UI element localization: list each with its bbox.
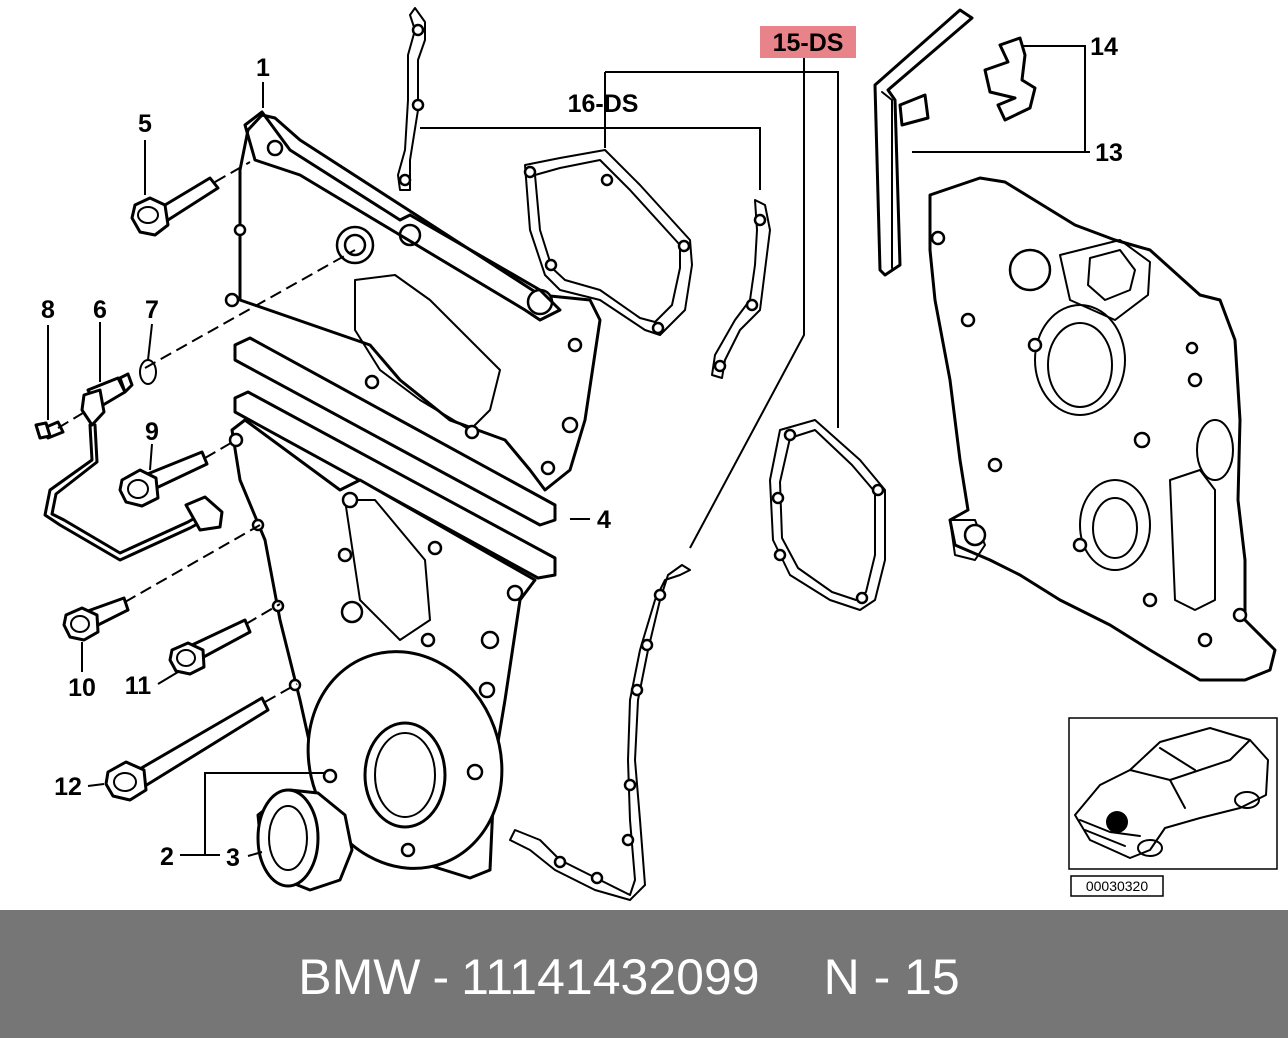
bolt-10 (62, 596, 130, 642)
gasket-15ds-main (509, 564, 691, 901)
inset-code: 00030320 (1086, 878, 1149, 894)
dash-guide-3 (204, 439, 237, 459)
footer-section: N - 15 (823, 949, 960, 1005)
sealing-strip-13 (873, 8, 974, 277)
footer-bar: BMW-11141432099 N - 15 (0, 910, 1288, 1038)
location-marker (1106, 811, 1128, 833)
gasket-strip-lower (233, 390, 557, 580)
car-locator-inset: 00030320 (1068, 717, 1278, 897)
dash-guide-2 (144, 249, 356, 369)
engine-front-case (928, 176, 1277, 682)
gasket-strip-4 (233, 336, 557, 527)
parts-diagram: 1 5 8 6 7 9 4 10 11 12 2 3 16-DS 15-DS 1… (34, 7, 1278, 901)
callout-12: 12 (54, 773, 82, 801)
callout-9: 9 (145, 418, 159, 446)
dash-guide-1 (214, 161, 251, 183)
callout-6: 6 (93, 296, 107, 324)
callout-5: 5 (138, 110, 152, 138)
footer-caption: BMW-11141432099 N - 15 (0, 948, 1288, 1006)
callout-14: 14 (1090, 33, 1118, 61)
dash-guide-6 (264, 683, 298, 703)
clip-14 (983, 36, 1037, 122)
callout-7: 7 (145, 296, 159, 324)
lower-timing-cover (228, 418, 537, 880)
callout-4: 4 (597, 506, 611, 534)
callout-10: 10 (68, 674, 96, 702)
spacer-block (898, 93, 930, 127)
callout-8: 8 (41, 296, 55, 324)
upper-timing-cover (224, 113, 602, 492)
footer-separator: - (432, 949, 450, 1005)
bolt-9 (118, 450, 209, 508)
sensor-6 (43, 372, 224, 562)
callout-1: 1 (256, 54, 270, 82)
bolt-5 (130, 176, 220, 237)
gasket-16ds-ring (524, 149, 693, 336)
dash-guide-7 (57, 409, 89, 429)
leader-lines (47, 45, 1090, 857)
callout-3: 3 (226, 844, 240, 872)
gasket-15ds-ring (769, 419, 886, 611)
shaft-seal-ring (256, 788, 354, 892)
dash-guide-4 (124, 524, 261, 603)
inset-code-box (1070, 875, 1164, 897)
gasket-upper-left-strip (397, 7, 426, 191)
callout-16-ds: 16-DS (568, 90, 639, 118)
callout-11: 11 (125, 672, 152, 700)
bolt-12 (104, 696, 270, 802)
callout-2: 2 (160, 843, 174, 871)
highlight-15-ds (760, 26, 856, 58)
callout-13: 13 (1095, 139, 1123, 167)
callout-15-ds: 15-DS (773, 29, 844, 57)
bolt-8 (34, 420, 65, 440)
gasket-strip-upper (243, 110, 562, 322)
callout-labels: 1 5 8 6 7 9 4 10 11 12 2 3 16-DS 15-DS 1… (41, 26, 1123, 872)
bolt-11 (168, 618, 252, 676)
footer-part-number: 11141432099 (461, 949, 760, 1005)
gasket-side-strip (711, 199, 771, 379)
footer-brand: BMW (298, 949, 421, 1005)
dash-guide-5 (245, 603, 281, 625)
